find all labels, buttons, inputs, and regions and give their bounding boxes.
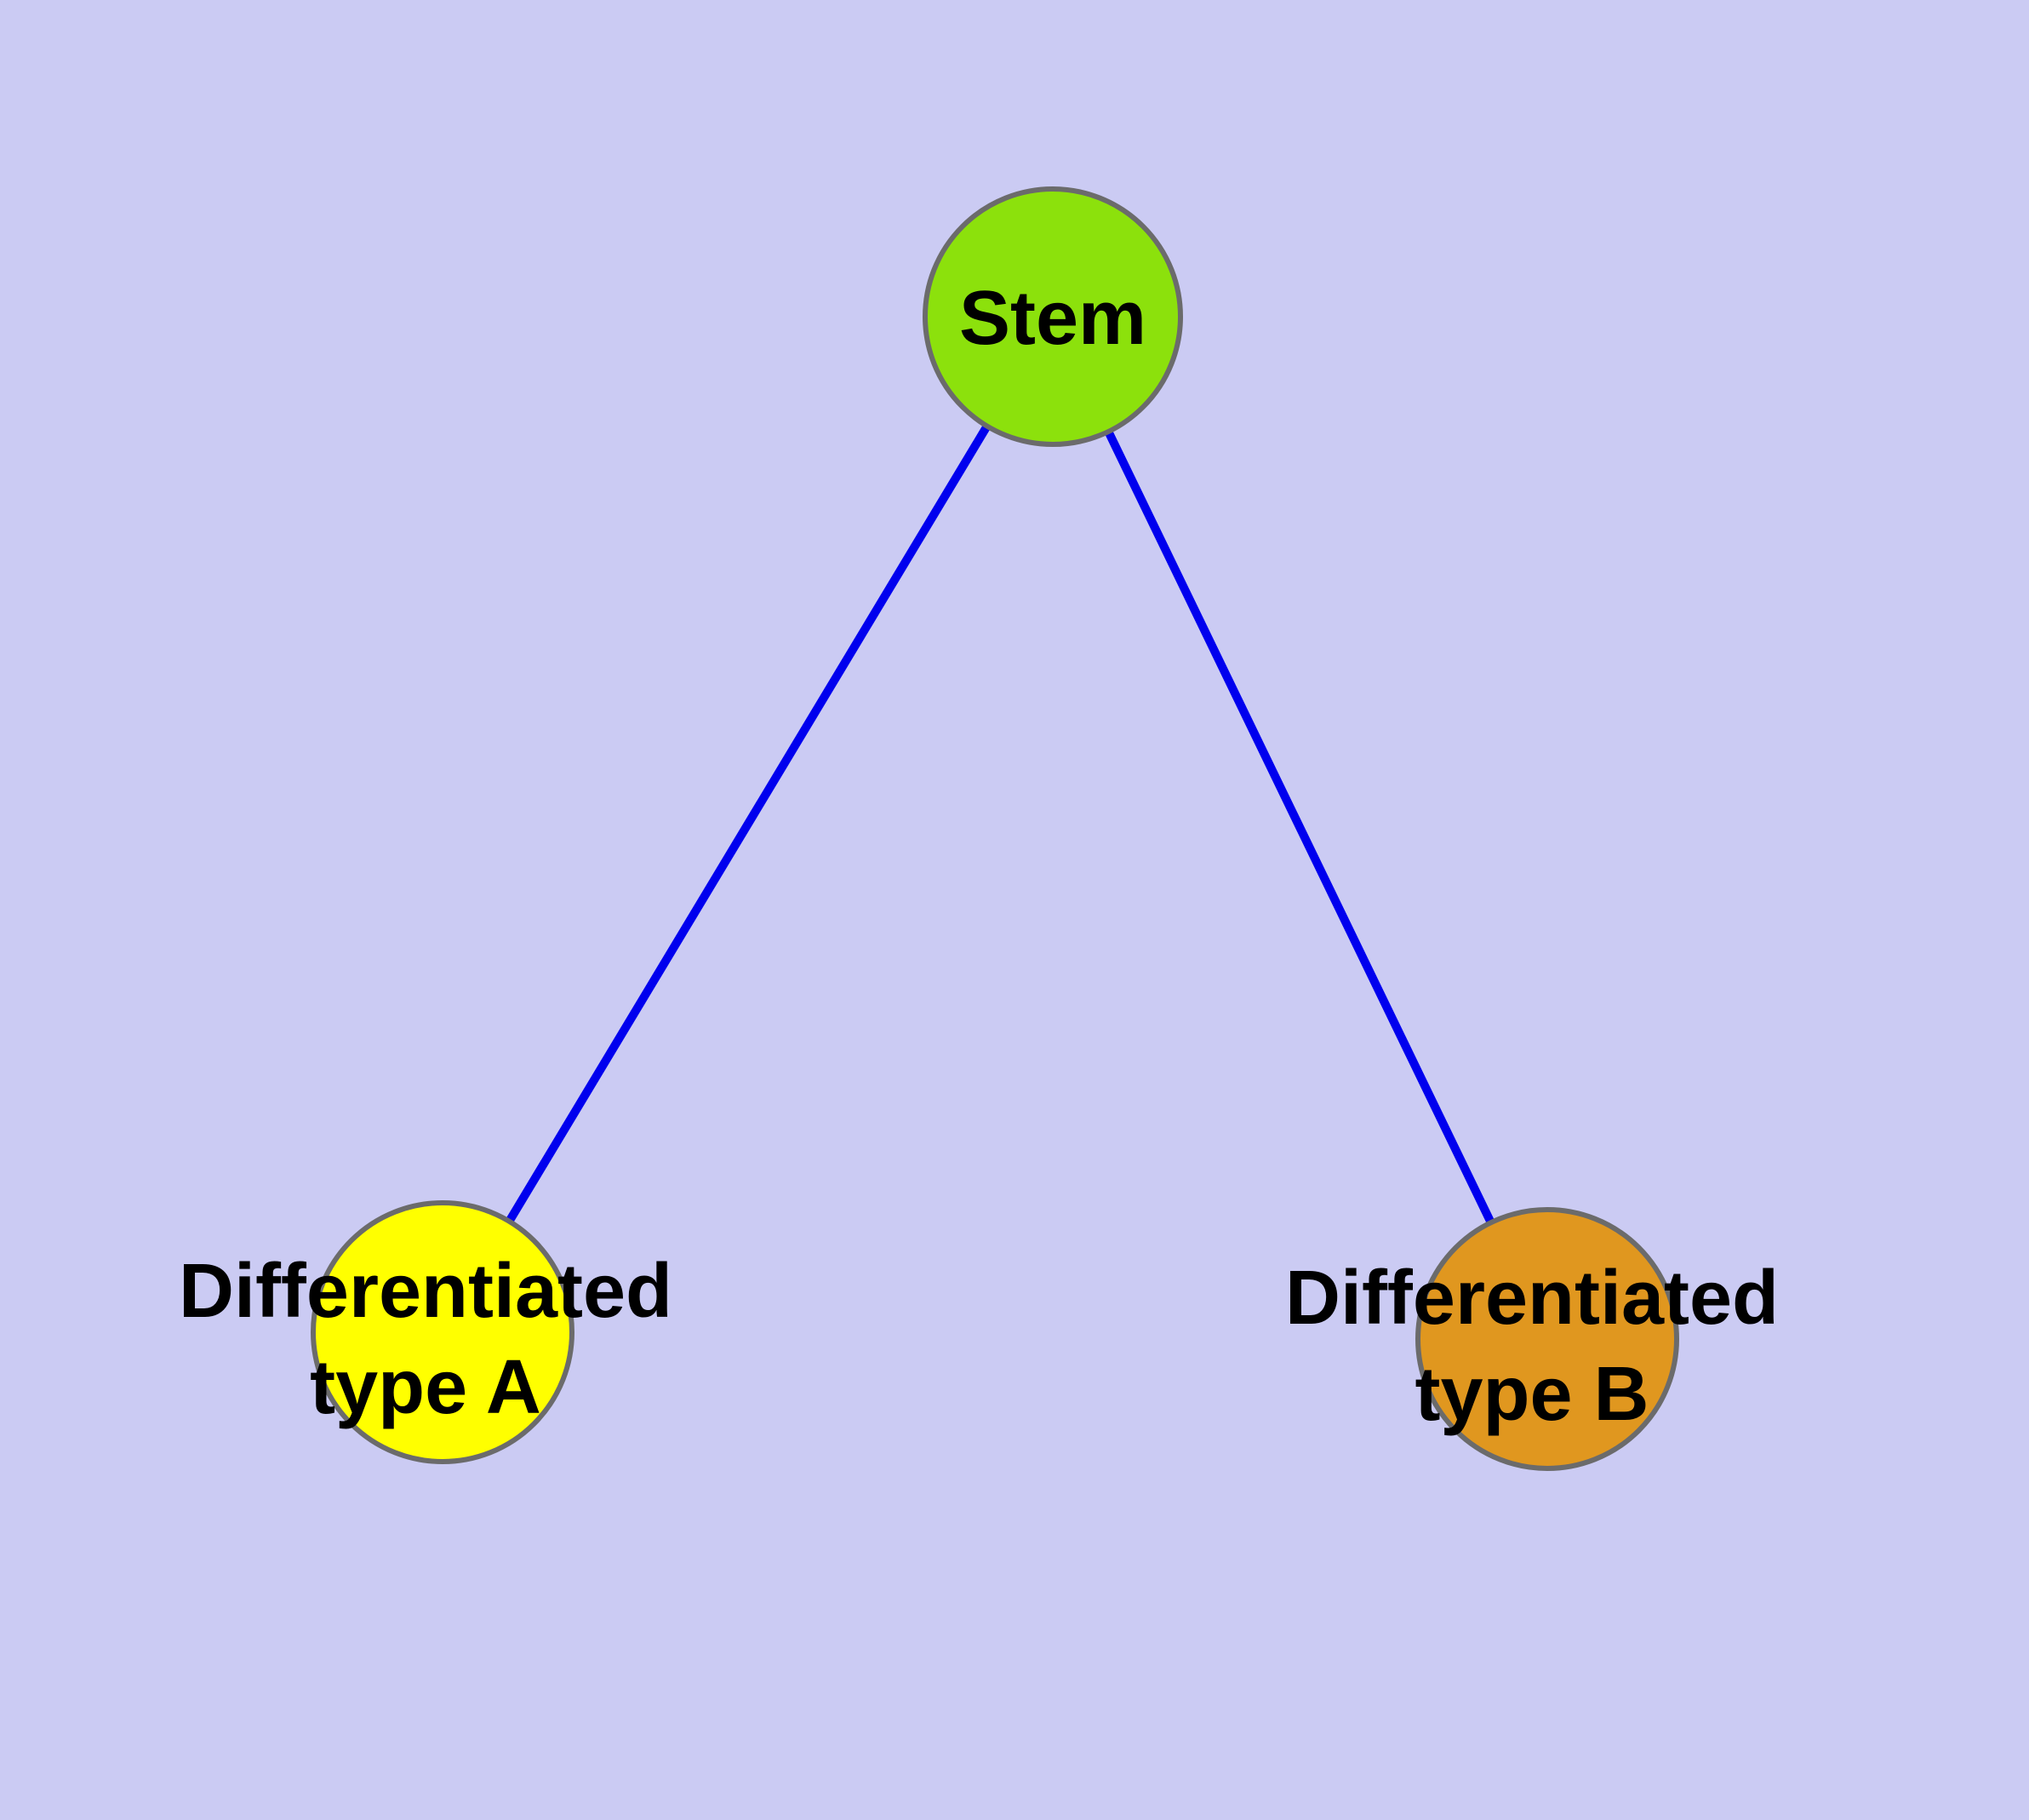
node-label-differentiated-type-a: Differentiated type A (179, 1249, 672, 1430)
edges-layer (438, 314, 1552, 1342)
nodes-layer (311, 186, 1679, 1471)
node-label-line: Differentiated (179, 1249, 672, 1334)
node-differentiated-type-a (311, 1200, 574, 1464)
node-label-differentiated-type-b: Differentiated type B (1285, 1256, 1779, 1437)
node-differentiated-type-b (1415, 1207, 1679, 1471)
edge-stem-to-differentiated-type-b (1049, 314, 1552, 1342)
edge-stem-to-differentiated-type-a (438, 314, 1057, 1335)
node-label-stem: Stem (959, 276, 1146, 361)
node-label-line: type A (310, 1345, 541, 1430)
node-label-line: type B (1415, 1352, 1649, 1437)
node-label-line: Differentiated (1285, 1256, 1779, 1341)
node-stem (923, 186, 1183, 447)
node-label-line: Stem (959, 276, 1146, 361)
